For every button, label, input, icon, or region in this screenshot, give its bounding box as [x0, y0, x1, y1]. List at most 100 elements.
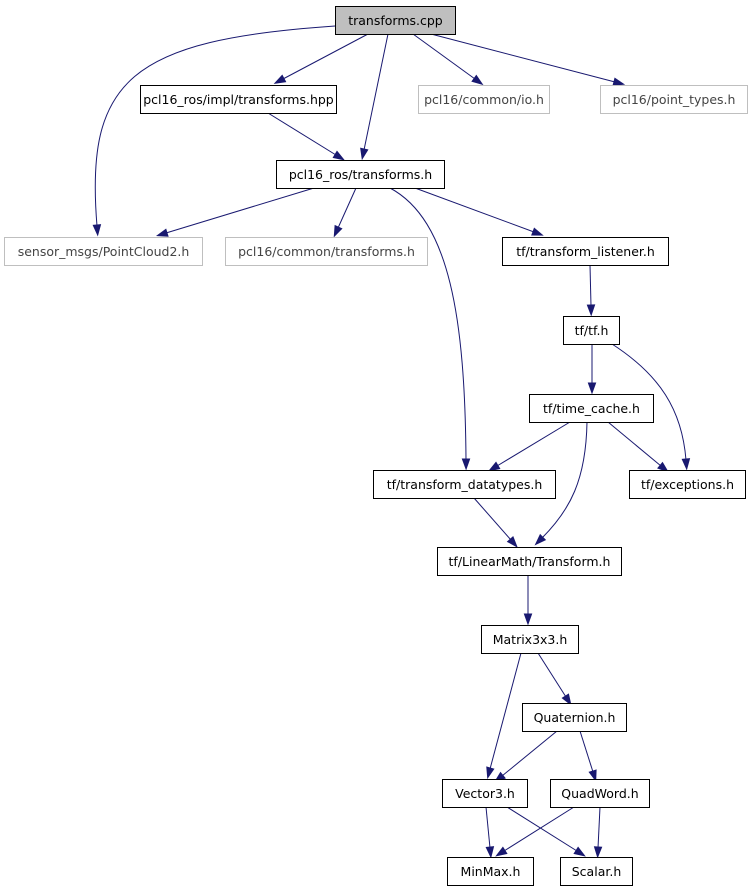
edge-arrowhead	[523, 613, 533, 626]
edge-transforms-cpp-to-impl-transforms-hpp	[273, 33, 369, 84]
edge-arrowhead	[681, 458, 691, 471]
node-label: MinMax.h	[461, 864, 521, 879]
edge-line	[589, 264, 592, 307]
edge-arrowhead	[612, 77, 626, 86]
node-box	[225, 237, 428, 266]
edge-linearmath-transform-h-to-matrix3x3-h	[523, 575, 533, 626]
edge-quaternion-h-to-quadword-h	[579, 730, 597, 783]
edge-arrowhead	[461, 458, 471, 471]
edge-arrowhead	[360, 147, 369, 161]
edge-arrowhead	[586, 304, 596, 317]
node-label: QuadWord.h	[561, 786, 638, 801]
node-label: Matrix3x3.h	[493, 632, 568, 647]
edge-tf-h-to-exceptions-h	[611, 343, 691, 471]
edge-transforms-cpp-to-common-io-h	[412, 33, 484, 86]
node-quadword-h[interactable]: QuadWord.h	[550, 779, 650, 808]
node-box	[563, 316, 620, 345]
edge-transforms-cpp-to-pointcloud2-h	[92, 25, 336, 237]
nodes-layer: transforms.cpp pcl16_ros/impl/transforms.…	[4, 6, 748, 886]
node-transform-datatypes-h[interactable]: tf/transform_datatypes.h	[373, 470, 556, 499]
edge-line	[430, 33, 616, 83]
node-transform-listener-h[interactable]: tf/transform_listener.h	[502, 237, 669, 266]
edge-arrowhead	[486, 766, 495, 780]
edge-arrowhead	[593, 846, 603, 859]
edge-arrowhead	[561, 693, 572, 706]
node-box	[529, 394, 654, 423]
edge-line	[541, 421, 588, 539]
edge-vector3-h-to-scalar-h	[506, 806, 586, 857]
edge-line	[165, 187, 315, 234]
node-label: pcl16/common/transforms.h	[238, 244, 415, 259]
edge-line	[337, 187, 357, 229]
edge-quadword-h-to-scalar-h	[593, 806, 603, 859]
edge-line	[282, 33, 369, 80]
edge-time-cache-h-to-linearmath-transform-h	[534, 421, 588, 546]
node-minmax-h[interactable]: MinMax.h	[447, 857, 534, 886]
edge-arrowhead	[155, 228, 169, 237]
node-pointcloud2-h: sensor_msgs/PointCloud2.h	[4, 237, 203, 266]
node-impl-transforms-hpp[interactable]: pcl16_ros/impl/transforms.hpp	[140, 85, 337, 114]
node-transforms-cpp: transforms.cpp	[335, 6, 456, 35]
node-label: pcl16/point_types.h	[613, 92, 736, 107]
edge-matrix3x3-h-to-vector3-h	[486, 652, 522, 780]
edge-quadword-h-to-minmax-h	[495, 806, 575, 857]
node-label: tf/exceptions.h	[641, 477, 734, 492]
node-label: sensor_msgs/PointCloud2.h	[18, 244, 190, 259]
node-label: pcl16/common/io.h	[424, 92, 544, 107]
edge-line	[607, 421, 662, 467]
edge-tf-h-to-time-cache-h	[587, 344, 597, 395]
node-label: tf/time_cache.h	[543, 401, 640, 416]
node-time-cache-h[interactable]: tf/time_cache.h	[529, 394, 654, 423]
edge-line	[485, 806, 491, 849]
node-box	[4, 237, 203, 266]
node-ros-transforms-h[interactable]: pcl16_ros/transforms.h	[276, 160, 445, 189]
edge-line	[412, 33, 476, 80]
edge-ros-transforms-h-to-transform-datatypes-h	[389, 187, 471, 471]
node-label: tf/tf.h	[575, 323, 609, 338]
edge-ros-transforms-h-to-common-transforms-h	[333, 187, 357, 238]
node-box	[560, 857, 633, 886]
edge-transform-datatypes-h-to-linearmath-transform-h	[473, 497, 518, 548]
node-label: Vector3.h	[455, 786, 515, 801]
node-vector3-h[interactable]: Vector3.h	[442, 779, 528, 808]
node-scalar-h[interactable]: Scalar.h	[560, 857, 633, 886]
node-box	[418, 85, 550, 114]
node-label: transforms.cpp	[348, 13, 443, 28]
node-box	[140, 85, 337, 114]
edge-ros-transforms-h-to-pointcloud2-h	[155, 187, 315, 237]
edge-line	[496, 421, 571, 467]
node-label: tf/transform_listener.h	[516, 244, 655, 259]
node-box	[600, 85, 748, 114]
node-common-transforms-h: pcl16/common/transforms.h	[225, 237, 428, 266]
edge-arrowhead	[657, 461, 670, 473]
node-label: Quaternion.h	[534, 710, 616, 725]
edge-arrowhead	[332, 150, 345, 161]
edge-vector3-h-to-minmax-h	[485, 806, 495, 859]
node-quaternion-h[interactable]: Quaternion.h	[522, 703, 627, 732]
node-exceptions-h[interactable]: tf/exceptions.h	[629, 470, 746, 499]
node-tf-h[interactable]: tf/tf.h	[563, 316, 620, 345]
node-point-types-h: pcl16/point_types.h	[600, 85, 748, 114]
node-box	[437, 547, 622, 576]
edge-line	[414, 187, 535, 233]
edge-time-cache-h-to-transform-datatypes-h	[488, 421, 571, 472]
node-label: pcl16_ros/impl/transforms.hpp	[143, 92, 334, 107]
node-box	[276, 160, 445, 189]
edge-line	[611, 343, 687, 461]
node-linearmath-transform-h[interactable]: tf/LinearMath/Transform.h	[437, 547, 622, 576]
node-label: tf/LinearMath/Transform.h	[449, 554, 611, 569]
edge-arrowhead	[506, 536, 518, 548]
edge-arrowhead	[534, 533, 547, 546]
edge-arrowhead	[588, 769, 597, 783]
edge-arrowhead	[471, 74, 484, 86]
edge-transform-listener-h-to-tf-h	[586, 264, 596, 317]
node-box	[442, 779, 528, 808]
edge-line	[501, 730, 558, 777]
edge-line	[94, 25, 336, 227]
node-box	[335, 6, 456, 35]
node-box	[522, 703, 627, 732]
edge-transforms-cpp-to-point-types-h	[430, 33, 626, 86]
edge-time-cache-h-to-exceptions-h	[607, 421, 670, 473]
node-box	[373, 470, 556, 499]
node-matrix3x3-h[interactable]: Matrix3x3.h	[481, 625, 579, 654]
